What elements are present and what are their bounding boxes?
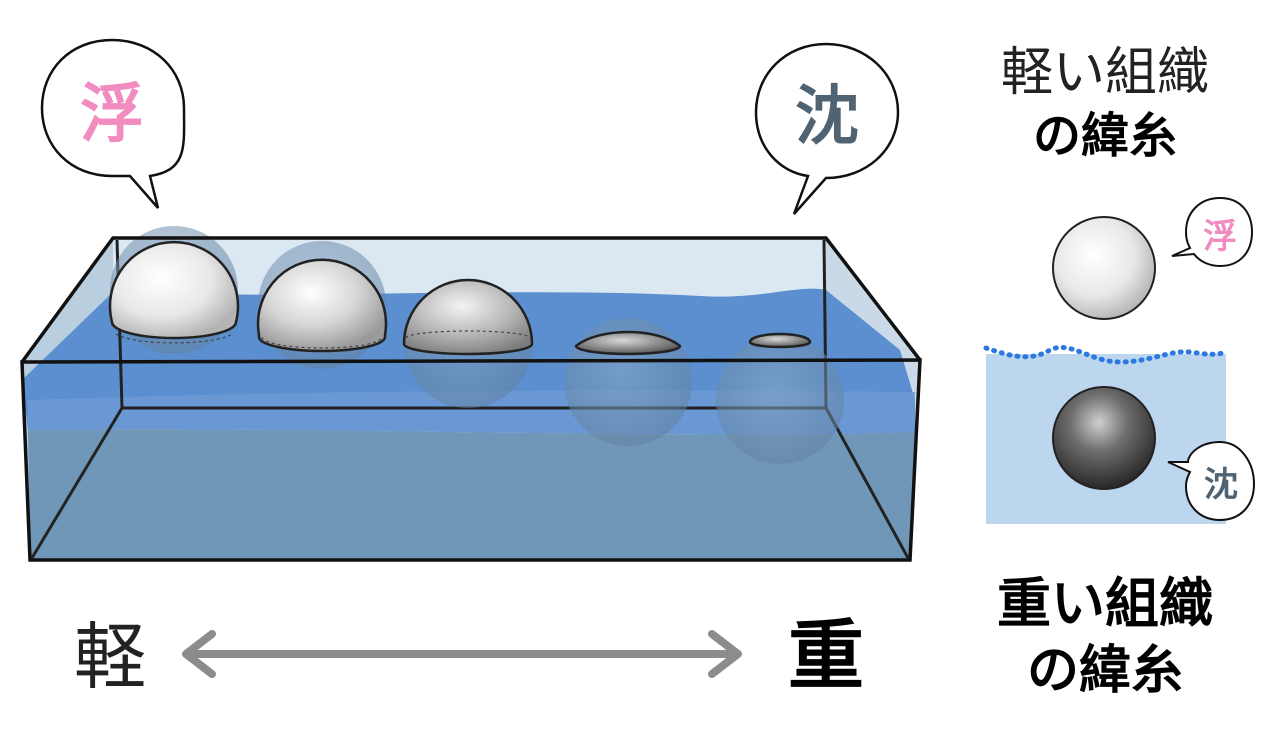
legend-light-line1: 軽い組織 <box>1001 43 1209 103</box>
legend-sink-char: 沈 <box>1204 465 1238 505</box>
tank-top-rim <box>20 236 922 364</box>
tank-front-frame <box>20 236 922 562</box>
scale-heavy-label: 重 <box>788 611 864 700</box>
legend-heavy-sphere <box>1052 386 1156 490</box>
water-surface-highlight <box>28 390 915 435</box>
legend-light-sphere <box>1052 216 1156 320</box>
double-arrow <box>182 630 742 678</box>
water-front-face <box>28 429 915 560</box>
submerged-part-5 <box>716 336 844 464</box>
legend-wave-line <box>983 344 1229 365</box>
legend-sink-bubble-shape <box>1167 440 1256 522</box>
float-bubble-char: 浮 <box>80 77 144 152</box>
scale-light-label: 軽 <box>74 615 146 699</box>
weight-scale: 軽 重 <box>74 611 864 700</box>
legend-float-char: 浮 <box>1203 217 1237 257</box>
sink-bubble: 沈 <box>754 42 900 215</box>
tank-floor-right-edge <box>824 407 910 559</box>
sphere-4 <box>574 330 682 356</box>
tank-front-edges <box>20 358 922 562</box>
sink-bubble-char: 沈 <box>795 79 859 154</box>
legend-float-bubble: 浮 <box>1171 196 1254 268</box>
legend-heavy-line2: の緯糸 <box>1027 641 1183 701</box>
sphere-2 <box>256 258 388 353</box>
legend-heavy-line1: 重い組織 <box>997 572 1213 635</box>
sphere-3-waterline <box>405 330 531 339</box>
legend-light-line2: の緯糸 <box>1033 108 1177 164</box>
double-arrow-left-head <box>182 630 216 678</box>
float-bubble-shape <box>40 38 186 209</box>
float-bubble: 浮 <box>40 38 186 209</box>
sink-bubble-shape <box>754 42 900 215</box>
sphere-3 <box>402 278 534 356</box>
sphere-2-waterline <box>261 336 383 349</box>
double-arrow-right-head <box>708 630 742 678</box>
legend-sink-bubble: 沈 <box>1167 440 1256 522</box>
legend-float-bubble-shape <box>1171 196 1254 268</box>
legend: 軽い組織 の緯糸 浮 沈 重い組織 の緯糸 <box>983 43 1256 701</box>
sphere-1 <box>108 240 240 340</box>
sphere-5 <box>748 332 812 349</box>
tank-floor-left-edge <box>30 407 124 559</box>
floating-spheres <box>108 240 812 356</box>
